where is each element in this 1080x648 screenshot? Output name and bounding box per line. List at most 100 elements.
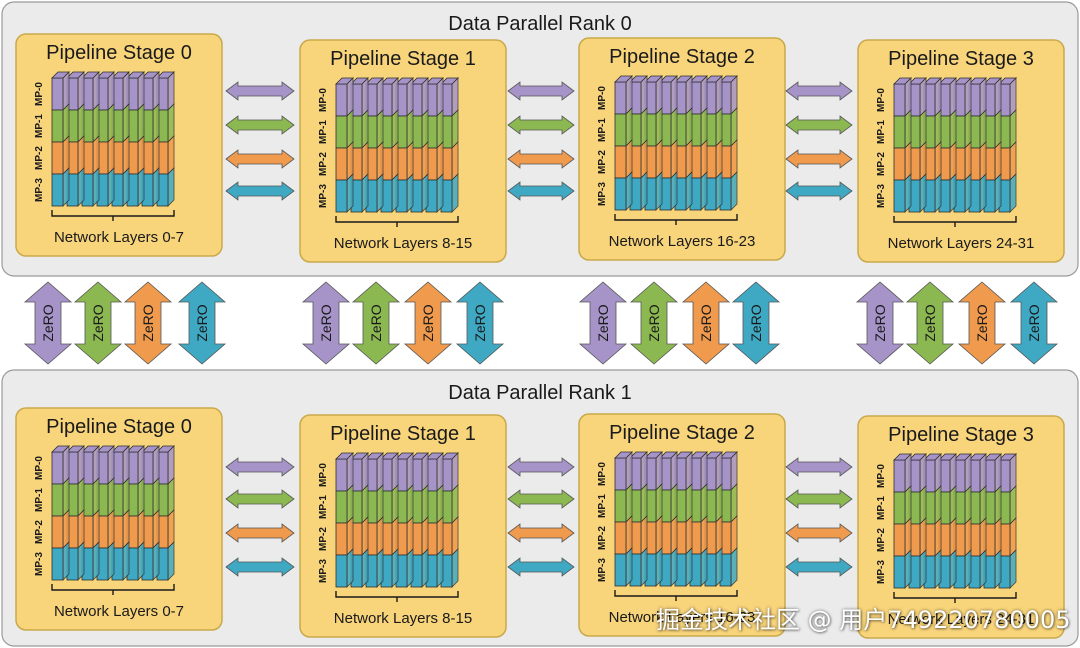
layer-slab-side [964,173,972,213]
layer-slab [365,77,384,213]
layer-slab-side [152,445,160,485]
layer-slab [893,77,912,213]
layer-slab-side [949,77,957,117]
layer-slab [719,451,738,587]
layer-slab [704,75,723,211]
layer-slab-side [167,167,175,207]
mp-label: MP-2 [318,527,329,551]
layer-slab-side [979,453,987,493]
mp-label: MP-1 [876,120,887,144]
layer-slab-side [391,109,399,149]
layer-slab-side [715,75,723,115]
layers-bracket [51,584,175,595]
layer-slab-face [893,115,906,149]
layer-slab-top [335,452,354,460]
layer-slab-side [640,451,648,491]
layer-slab-top [938,77,957,85]
layer-slab-side [152,541,160,581]
layer-slab-top [659,75,678,83]
layer-slab-side [949,517,957,557]
layer-slab-side [670,547,678,587]
layer-slab-face [335,522,348,556]
rank-title: Data Parallel Rank 0 [448,13,631,35]
layer-slab-side [406,548,414,588]
layer-slab-top [440,452,459,460]
layer-slab-side [994,77,1002,117]
layer-slab-top [395,452,414,460]
bidirectional-arrow [507,115,575,135]
layer-slab-side [964,77,972,117]
layer-slab-side [904,549,912,589]
layer-slab-side [376,452,384,492]
mp-label: MP-3 [318,559,329,583]
layer-slab-face [335,115,348,149]
layer-slab-top [644,75,663,83]
layers-bracket [893,592,1017,603]
layer-slab [893,453,912,589]
layer-slab-side [715,139,723,179]
layer-slab-side [436,516,444,556]
layer-slab-side [346,484,354,524]
layer-slab-side [1009,485,1017,525]
bidirectional-arrow [507,149,575,169]
layer-slab-side [670,451,678,491]
layer-slab-side [934,77,942,117]
layer-slab-side [421,109,429,149]
layer-slab [395,77,414,213]
layer-slab [66,445,85,581]
layer-slab-side [167,445,175,485]
bidirectional-arrow [225,81,295,101]
zero-label: ZeRO [646,304,662,341]
layer-slab-face [893,179,906,213]
layer-slab-side [346,516,354,556]
layer-slab-side [436,548,444,588]
mp-label: MP-3 [318,184,329,208]
mp-label: MP-3 [597,558,608,582]
bidirectional-arrow [785,489,853,509]
layer-slab-top [111,445,130,453]
layer-slab-side [730,171,738,211]
layer-slab [629,451,648,587]
layer-slab-side [700,547,708,587]
layer-slab-top [380,452,399,460]
layer-slab-side [934,109,942,149]
layer-slab-top [335,77,354,85]
layer-slab-face [335,458,348,492]
bidirectional-arrow [507,181,575,201]
layer-slab-face [51,173,64,207]
layer-slab-side [685,171,693,211]
layer-slab-top [908,453,927,461]
layer-slab-side [436,484,444,524]
zero-arrow [681,281,731,365]
layer-slab-side [919,109,927,149]
layer-slab-top [156,71,175,79]
layer-slab-side [994,517,1002,557]
layer-slab-side [1009,77,1017,117]
layer-slab-side [421,516,429,556]
layer-slab-top [350,77,369,85]
mp-label: MP-0 [34,82,45,106]
layer-slab-top [614,451,633,459]
layer-slab-side [391,141,399,181]
layer-slab-side [62,509,70,549]
layer-slab-side [421,548,429,588]
layer-slab-side [436,109,444,149]
layers-bracket [335,216,459,227]
layer-slab-side [640,515,648,555]
layer-slab-side [152,103,160,143]
layer-slab-side [1009,517,1017,557]
layer-slab [335,77,354,213]
network-layers-label: Network Layers 0-7 [54,229,184,246]
layer-slab [938,453,957,589]
network-layers-label: Network Layers 16-23 [609,233,756,250]
layer-slab-side [137,71,145,111]
layer-slab-side [167,71,175,111]
layer-slab-side [361,452,369,492]
layer-slab-side [1009,109,1017,149]
layer-slab-side [77,445,85,485]
layer-slab-side [1009,173,1017,213]
layer-slab [51,445,70,581]
layer-slab-side [122,477,130,517]
layers-bracket [51,210,175,221]
layer-slab-side [625,515,633,555]
